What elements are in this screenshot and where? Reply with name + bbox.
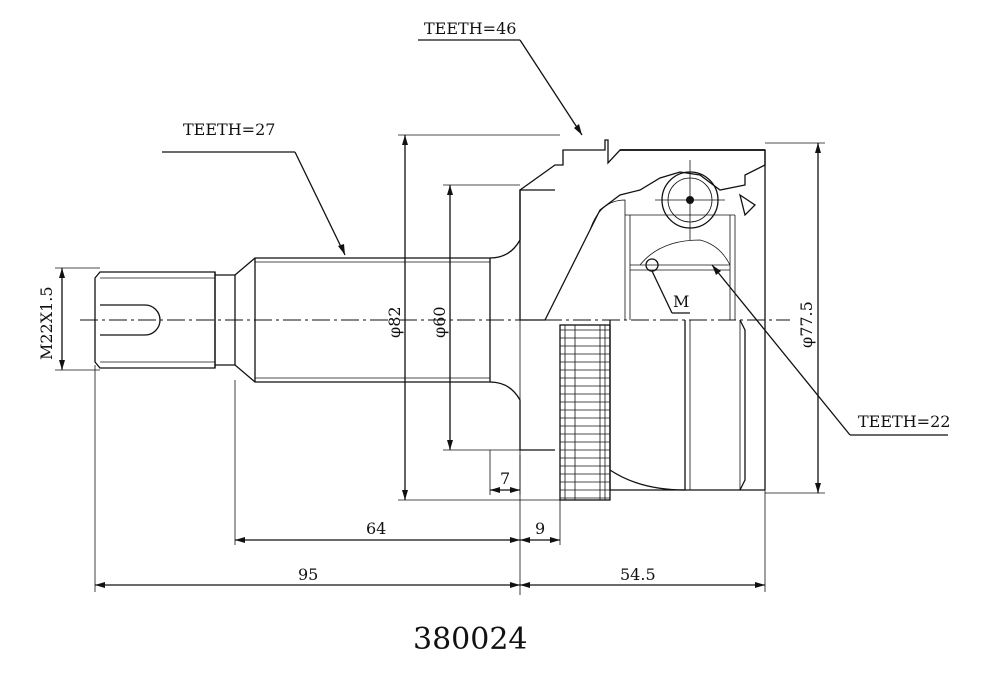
teeth-46-label: TEETH=46 (424, 19, 516, 38)
marker-label: M (673, 292, 689, 311)
len-9-label: 9 (535, 519, 545, 538)
len-54-5-label: 54.5 (620, 565, 656, 584)
dim-len-95: 95 (94, 365, 520, 592)
teeth-22-label: TEETH=22 (858, 412, 950, 431)
outer-bell-housing (519, 139, 766, 491)
dia-77-5-label: φ77.5 (797, 301, 816, 348)
dim-thread: M22X1.5 (37, 267, 100, 371)
ball (655, 160, 757, 240)
thread-label: M22X1.5 (37, 286, 56, 360)
abs-ring (559, 324, 611, 501)
dim-len-54-5: 54.5 (520, 490, 766, 592)
teeth-27-label: TEETH=27 (183, 120, 275, 139)
dim-len-9: 9 (520, 500, 561, 545)
dim-dia-77-5: φ77.5 (765, 142, 825, 494)
dim-dia-82: φ82 (385, 134, 560, 501)
dia-82-label: φ82 (385, 306, 404, 338)
len-64-label: 64 (366, 519, 386, 538)
part-number: 380024 (413, 622, 528, 657)
dia-60-label: φ60 (430, 306, 449, 338)
callout-teeth-22: TEETH=22 (711, 264, 950, 436)
len-95-label: 95 (298, 565, 318, 584)
len-7-label: 7 (500, 469, 510, 488)
dim-len-64: 64 (234, 320, 521, 595)
dim-dia-60: φ60 (430, 184, 520, 451)
callout-m: M (651, 270, 690, 314)
callout-teeth-27: TEETH=27 (162, 120, 346, 256)
threaded-shaft-end (94, 271, 235, 369)
dim-len-7: 7 (489, 450, 521, 495)
callout-teeth-46: TEETH=46 (418, 19, 583, 136)
